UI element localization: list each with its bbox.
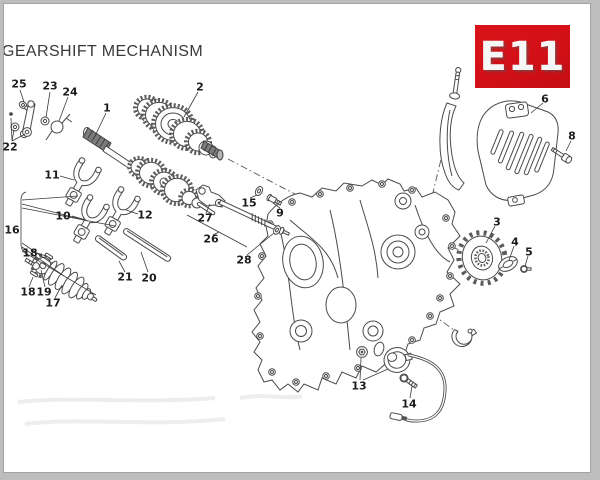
- page-title: GEARSHIFT MECHANISM: [3, 43, 204, 60]
- section-badge-text: E11: [479, 33, 566, 80]
- section-badge: E11: [475, 25, 570, 88]
